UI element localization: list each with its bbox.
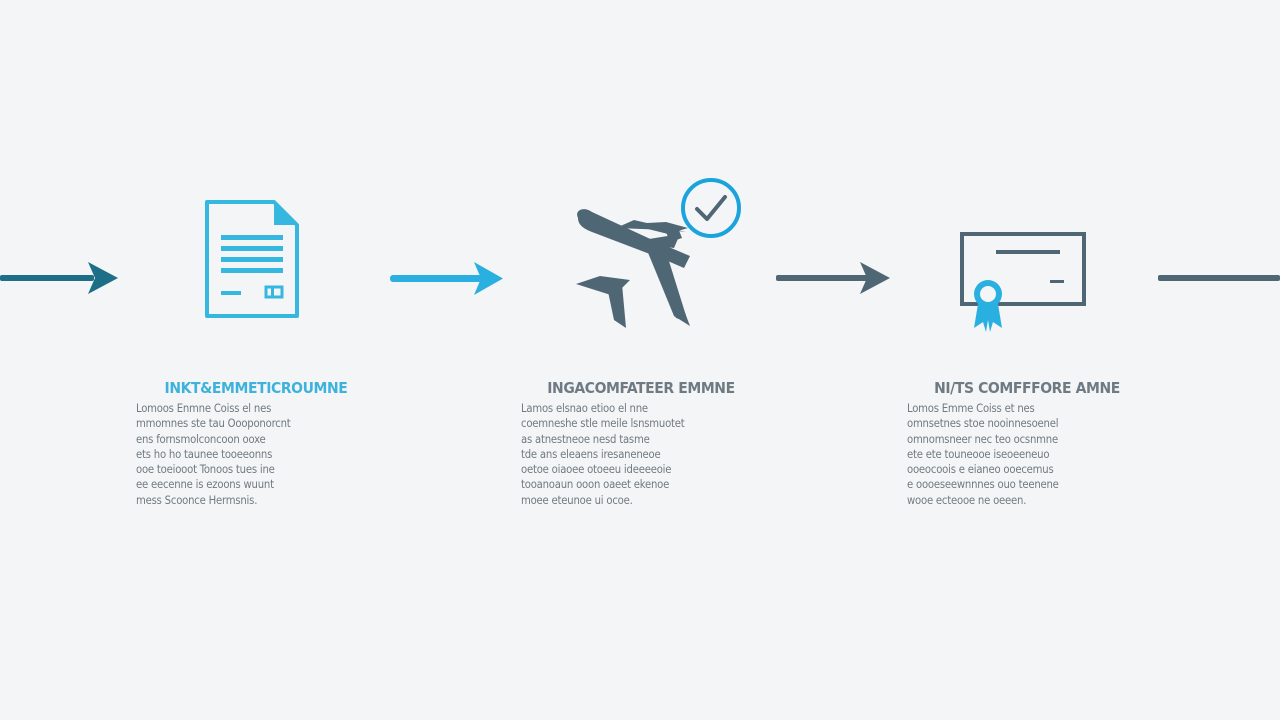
- step-1-text: INKT&EMMETICROUMNE Lomoos Enmne Coiss el…: [136, 379, 376, 508]
- step-2-body: Lamos elsnao etioo el nne coemneshe stle…: [521, 401, 761, 508]
- step-3-body-line: omnomsneer nec teo ocsnmne: [907, 432, 1058, 446]
- certificate-icon: [956, 228, 1090, 336]
- flow-arrow-2: [388, 258, 506, 298]
- step-3-body-line: Lomos Emme Coiss et nes: [907, 402, 1035, 415]
- step-2-body-line: tde ans eleaens iresaneneoe: [521, 447, 661, 461]
- step-1-body-line: ooe toeiooot Tonoos tues ine: [136, 463, 275, 477]
- step-3-text: NI/TS COMFFFORE AMNE Lomos Emme Coiss et…: [907, 379, 1147, 508]
- step-1-body-line: ens fornsmolconcoon ooxe: [136, 432, 266, 446]
- step-3-body: Lomos Emme Coiss et nes omnsetnes stoe n…: [907, 401, 1147, 508]
- step-1-body-line: mmomnes ste tau Oooponorcnt: [136, 417, 291, 431]
- step-3-body-line: e oooeseewnnnes ouo teenene: [907, 478, 1059, 492]
- step-1-body-line: Lomoos Enmne Coiss el nes: [136, 402, 272, 415]
- step-3-body-line: ooeocoois e eianeo ooecemus: [907, 463, 1054, 477]
- step-2-body-line: coemneshe stle meile lsnsmuotet: [521, 417, 685, 431]
- flow-arrow-1: [0, 258, 122, 298]
- step-2-body-line: Lamos elsnao etioo el nne: [521, 402, 648, 415]
- flow-arrow-3: [774, 258, 894, 298]
- step-1-body-line: ee eecenne is ezoons wuunt: [136, 478, 274, 492]
- step-3-body-line: ete ete touneooe iseoeeneuo: [907, 447, 1050, 461]
- step-1-title: INKT&EMMETICROUMNE: [164, 379, 348, 397]
- step-3-body-line: wooe ecteooe ne oeeen.: [907, 493, 1027, 507]
- step-1-body-line: ets ho ho taunee tooeeonns: [136, 447, 273, 461]
- step-1-body-line: mess Scoonce Hermsnis.: [136, 493, 258, 507]
- step-2-body-line: tooanoaun ooon oaeet ekenoe: [521, 478, 670, 492]
- step-2-text: INGACOMFATEER EMMNE Lamos elsnao etioo e…: [521, 379, 761, 508]
- step-2-body-line: moee eteunoe ui ocoe.: [521, 493, 633, 507]
- step-2-body-line: as atnestneoe nesd tasme: [521, 432, 650, 446]
- flow-line-4: [1158, 258, 1280, 298]
- step-2-body-line: oetoe oiaoee otoeeu ideeeeoie: [521, 463, 672, 477]
- step-3-body-line: omnsetnes stoe nooinnesoenel: [907, 417, 1059, 431]
- step-1-body: Lomoos Enmne Coiss el nes mmomnes ste ta…: [136, 401, 376, 508]
- step-2-title: INGACOMFATEER EMMNE: [547, 379, 735, 397]
- step-3-title: NI/TS COMFFFORE AMNE: [934, 379, 1120, 397]
- document-icon: [202, 198, 302, 320]
- airplane-check-icon: [570, 172, 750, 332]
